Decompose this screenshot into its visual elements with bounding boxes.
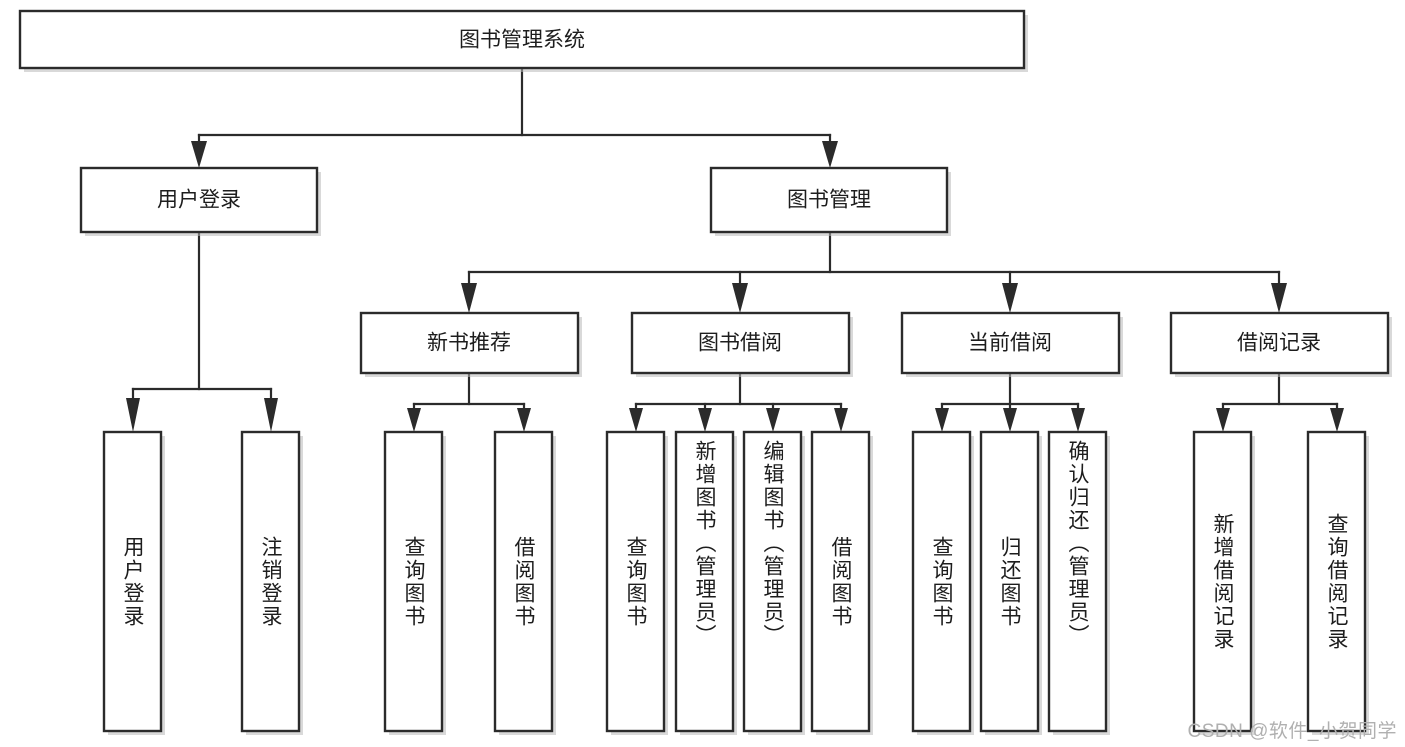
node-borrow-record[interactable] xyxy=(1169,311,1390,375)
node-leaf-borrow-book-2[interactable] xyxy=(810,430,871,733)
node-leaf-add-record[interactable] xyxy=(1192,430,1253,733)
arrow-to-new-book-rec xyxy=(461,283,477,313)
arrow-to-leaf-add-record xyxy=(1216,408,1230,432)
arrow-to-leaf-confirm-return xyxy=(1071,408,1085,432)
node-leaf-borrow-book-1[interactable] xyxy=(493,430,554,733)
arrow-to-leaf-borrow-book-2 xyxy=(834,408,848,432)
arrow-to-leaf-user-login xyxy=(126,398,140,432)
node-leaf-edit-book[interactable] xyxy=(742,430,803,733)
node-book-manage[interactable] xyxy=(709,166,949,234)
node-leaf-query-record[interactable] xyxy=(1306,430,1367,733)
arrow-to-current-borrow xyxy=(1002,283,1018,313)
new-book-rec-label: 新书推荐 xyxy=(427,332,511,355)
node-leaf-logout[interactable] xyxy=(240,430,301,733)
book-borrow-label: 图书借阅 xyxy=(698,332,782,355)
node-leaf-confirm-return[interactable] xyxy=(1047,430,1108,733)
arrow-to-user-login xyxy=(191,141,207,168)
root-label: 图书管理系统 xyxy=(459,29,585,52)
node-book-borrow[interactable] xyxy=(630,311,851,375)
arrow-to-leaf-add-book xyxy=(698,408,712,432)
arrow-to-leaf-query-book-2 xyxy=(629,408,643,432)
node-new-book-rec[interactable] xyxy=(359,311,580,375)
user-login-label: 用户登录 xyxy=(157,189,241,212)
node-leaf-user-login[interactable] xyxy=(102,430,163,733)
current-borrow-label: 当前借阅 xyxy=(968,332,1052,355)
arrow-to-book-manage xyxy=(822,141,838,168)
node-leaf-return-book[interactable] xyxy=(979,430,1040,733)
node-user-login[interactable] xyxy=(79,166,319,234)
arrow-to-leaf-query-record xyxy=(1330,408,1344,432)
node-current-borrow[interactable] xyxy=(900,311,1121,375)
borrow-record-label: 借阅记录 xyxy=(1237,332,1321,355)
node-leaf-query-book-2[interactable] xyxy=(605,430,666,733)
edge-layer xyxy=(126,66,1344,432)
arrow-to-leaf-edit-book xyxy=(766,408,780,432)
node-leaf-query-book-1[interactable] xyxy=(383,430,444,733)
node-root[interactable] xyxy=(18,9,1026,70)
arrow-to-leaf-query-book-1 xyxy=(407,408,421,432)
node-leaf-query-book-3[interactable] xyxy=(911,430,972,733)
arrow-to-book-borrow xyxy=(732,283,748,313)
book-manage-label: 图书管理 xyxy=(787,189,871,212)
arrow-to-leaf-return-book xyxy=(1003,408,1017,432)
arrow-to-borrow-record xyxy=(1271,283,1287,313)
arrow-to-leaf-borrow-book-1 xyxy=(517,408,531,432)
arrow-to-leaf-logout xyxy=(264,398,278,432)
arrow-to-leaf-query-book-3 xyxy=(935,408,949,432)
csdn-watermark: CSDN @软件_小贺同学 xyxy=(1187,721,1397,742)
node-leaf-add-book[interactable] xyxy=(674,430,735,733)
node-layer: 图书管理系统 用户登录 图书管理 新书推荐 图书借阅 当前借阅 借阅记录 xyxy=(18,9,1392,735)
